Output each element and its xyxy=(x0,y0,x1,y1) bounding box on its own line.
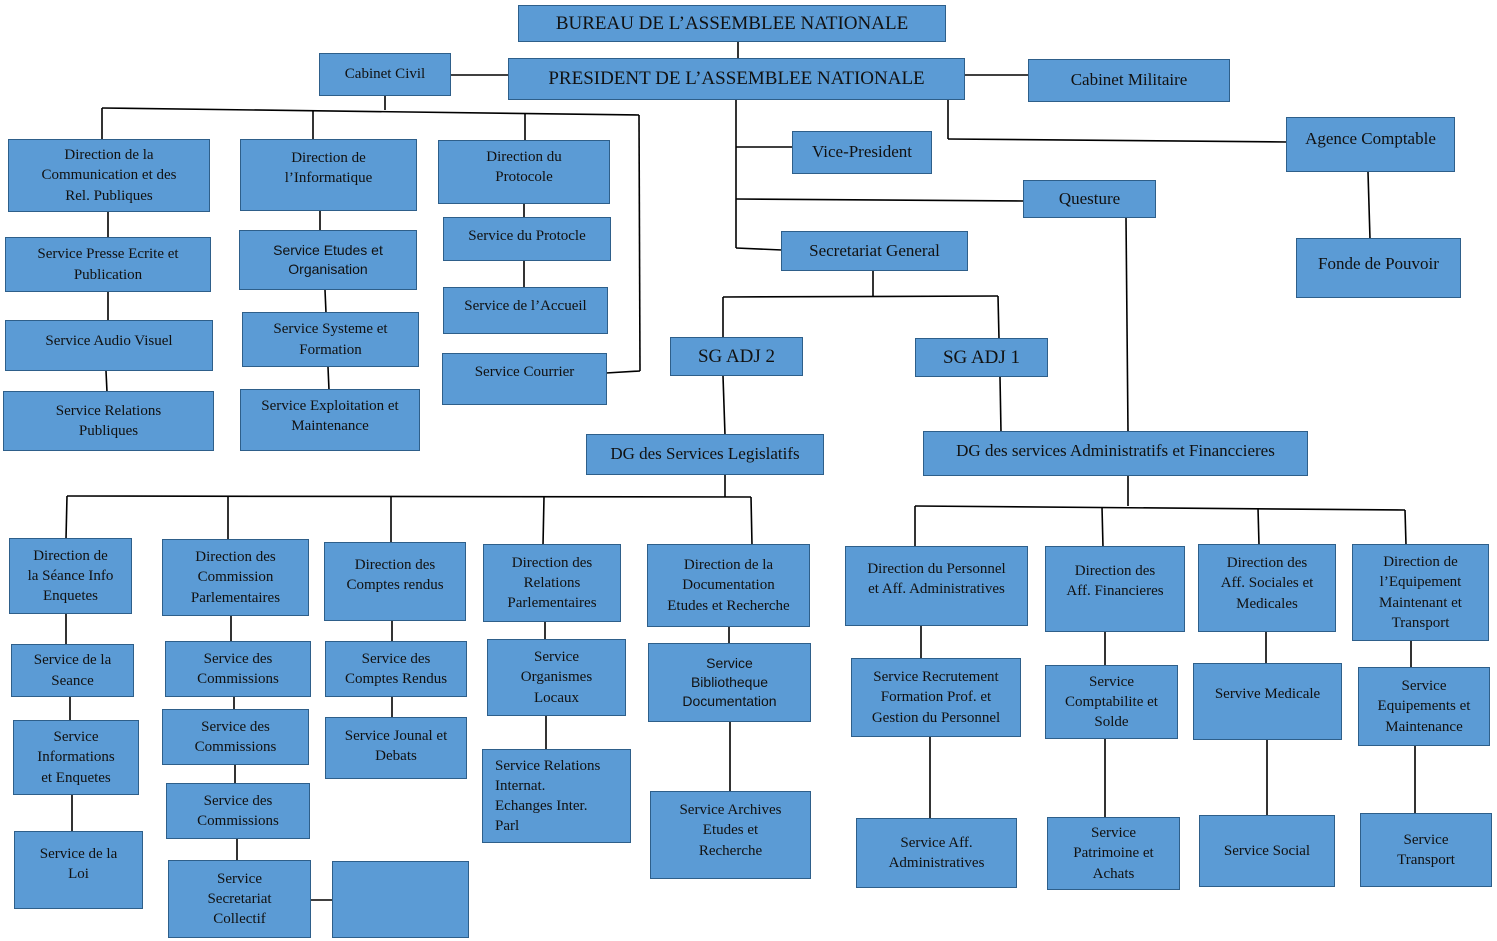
dir-documentation-box: Direction de la Documentation Etudes et … xyxy=(647,544,810,627)
vice-president-box: Vice-President xyxy=(792,131,932,174)
cabinet-militaire-box: Cabinet Militaire xyxy=(1028,59,1230,102)
president-box: PRESIDENT DE L’ASSEMBLEE NATIONALE xyxy=(508,58,965,100)
svc-etudes-org-box: Service Etudes et Organisation xyxy=(239,230,417,290)
svc-organismes-box: Service Organismes Locaux xyxy=(487,639,626,716)
svc-accueil-box: Service de l’Accueil xyxy=(443,287,608,334)
dir-equipement-box: Direction de l’Equipement Maintenant et … xyxy=(1352,544,1489,641)
svc-informations-box: Service Informations et Enquetes xyxy=(13,720,139,795)
dir-sociales-box: Direction des Aff. Sociales et Medicales xyxy=(1198,544,1336,632)
svc-equipements-box: Service Equipements et Maintenance xyxy=(1358,667,1490,746)
svc-archives-box: Service Archives Etudes et Recherche xyxy=(650,791,811,879)
dir-communication-box: Direction de la Communication et des Rel… xyxy=(8,139,210,212)
svc-secretariat-collectif-box: Service Secretariat Collectif xyxy=(168,860,311,938)
fonde-pouvoir-box: Fonde de Pouvoir xyxy=(1296,238,1461,298)
sg-adj2-box: SG ADJ 2 xyxy=(670,337,803,376)
dir-relations-parl-box: Direction des Relations Parlementaires xyxy=(483,544,621,622)
cabinet-civil-box: Cabinet Civil xyxy=(319,53,451,96)
dir-informatique-box: Direction de l’Informatique xyxy=(240,139,417,211)
svc-journal-box: Service Jounal et Debats xyxy=(325,717,467,779)
agence-comptable-box: Agence Comptable xyxy=(1286,117,1455,172)
svc-patrimoine-box: Service Patrimoine et Achats xyxy=(1047,817,1180,890)
svc-protocole-box: Service du Protocle xyxy=(443,217,611,261)
svc-comptes-rendus-box: Service des Comptes Rendus xyxy=(325,641,467,697)
dir-comptes-rendus-box: Direction des Comptes rendus xyxy=(324,542,466,621)
svc-commissions-2-box: Service des Commissions xyxy=(162,709,309,765)
svc-exploitation-box: Service Exploitation et Maintenance xyxy=(240,389,420,451)
svc-comptabilite-box: Service Comptabilite et Solde xyxy=(1045,665,1178,739)
svc-bibliotheque-box: Service Bibliotheque Documentation xyxy=(648,643,811,722)
dg-legislatifs-box: DG des Services Legislatifs xyxy=(586,434,824,475)
blank-box xyxy=(332,861,469,938)
svc-relations-publiques-box: Service Relations Publiques xyxy=(3,391,214,451)
questure-box: Questure xyxy=(1023,180,1156,218)
svc-transport-box: Service Transport xyxy=(1360,813,1492,887)
svc-loi-box: Service de la Loi xyxy=(14,831,143,909)
svc-aff-admin-box: Service Aff. Administratives xyxy=(856,818,1017,888)
secretariat-general-box: Secretariat General xyxy=(781,231,968,271)
svc-commissions-1-box: Service des Commissions xyxy=(165,641,311,697)
dir-seance-box: Direction de la Séance Info Enquetes xyxy=(9,538,132,614)
sg-adj1-box: SG ADJ 1 xyxy=(915,338,1048,377)
dir-commission-box: Direction des Commission Parlementaires xyxy=(162,539,309,616)
svc-courrier-box: Service Courrier xyxy=(442,353,607,405)
svc-systeme-box: Service Systeme et Formation xyxy=(242,312,419,367)
dir-financieres-box: Direction des Aff. Financieres xyxy=(1045,546,1185,632)
svc-presse-box: Service Presse Ecrite et Publication xyxy=(5,237,211,292)
dg-admin-box: DG des services Administratifs et Financ… xyxy=(923,431,1308,476)
dir-personnel-box: Direction du Personnel et Aff. Administr… xyxy=(845,546,1028,626)
svc-medicale-box: Servive Medicale xyxy=(1193,663,1342,740)
svc-audio-box: Service Audio Visuel xyxy=(5,320,213,371)
svc-seance-box: Service de la Seance xyxy=(11,644,134,697)
svc-recrutement-box: Service Recrutement Formation Prof. et G… xyxy=(851,658,1021,737)
svc-relations-intern-box: Service Relations Internat. Echanges Int… xyxy=(482,749,631,843)
bureau-box: BUREAU DE L’ASSEMBLEE NATIONALE xyxy=(518,5,946,42)
svc-social-box: Service Social xyxy=(1199,815,1335,887)
svc-commissions-3-box: Service des Commissions xyxy=(166,783,310,839)
dir-protocole-box: Direction du Protocole xyxy=(438,140,610,204)
